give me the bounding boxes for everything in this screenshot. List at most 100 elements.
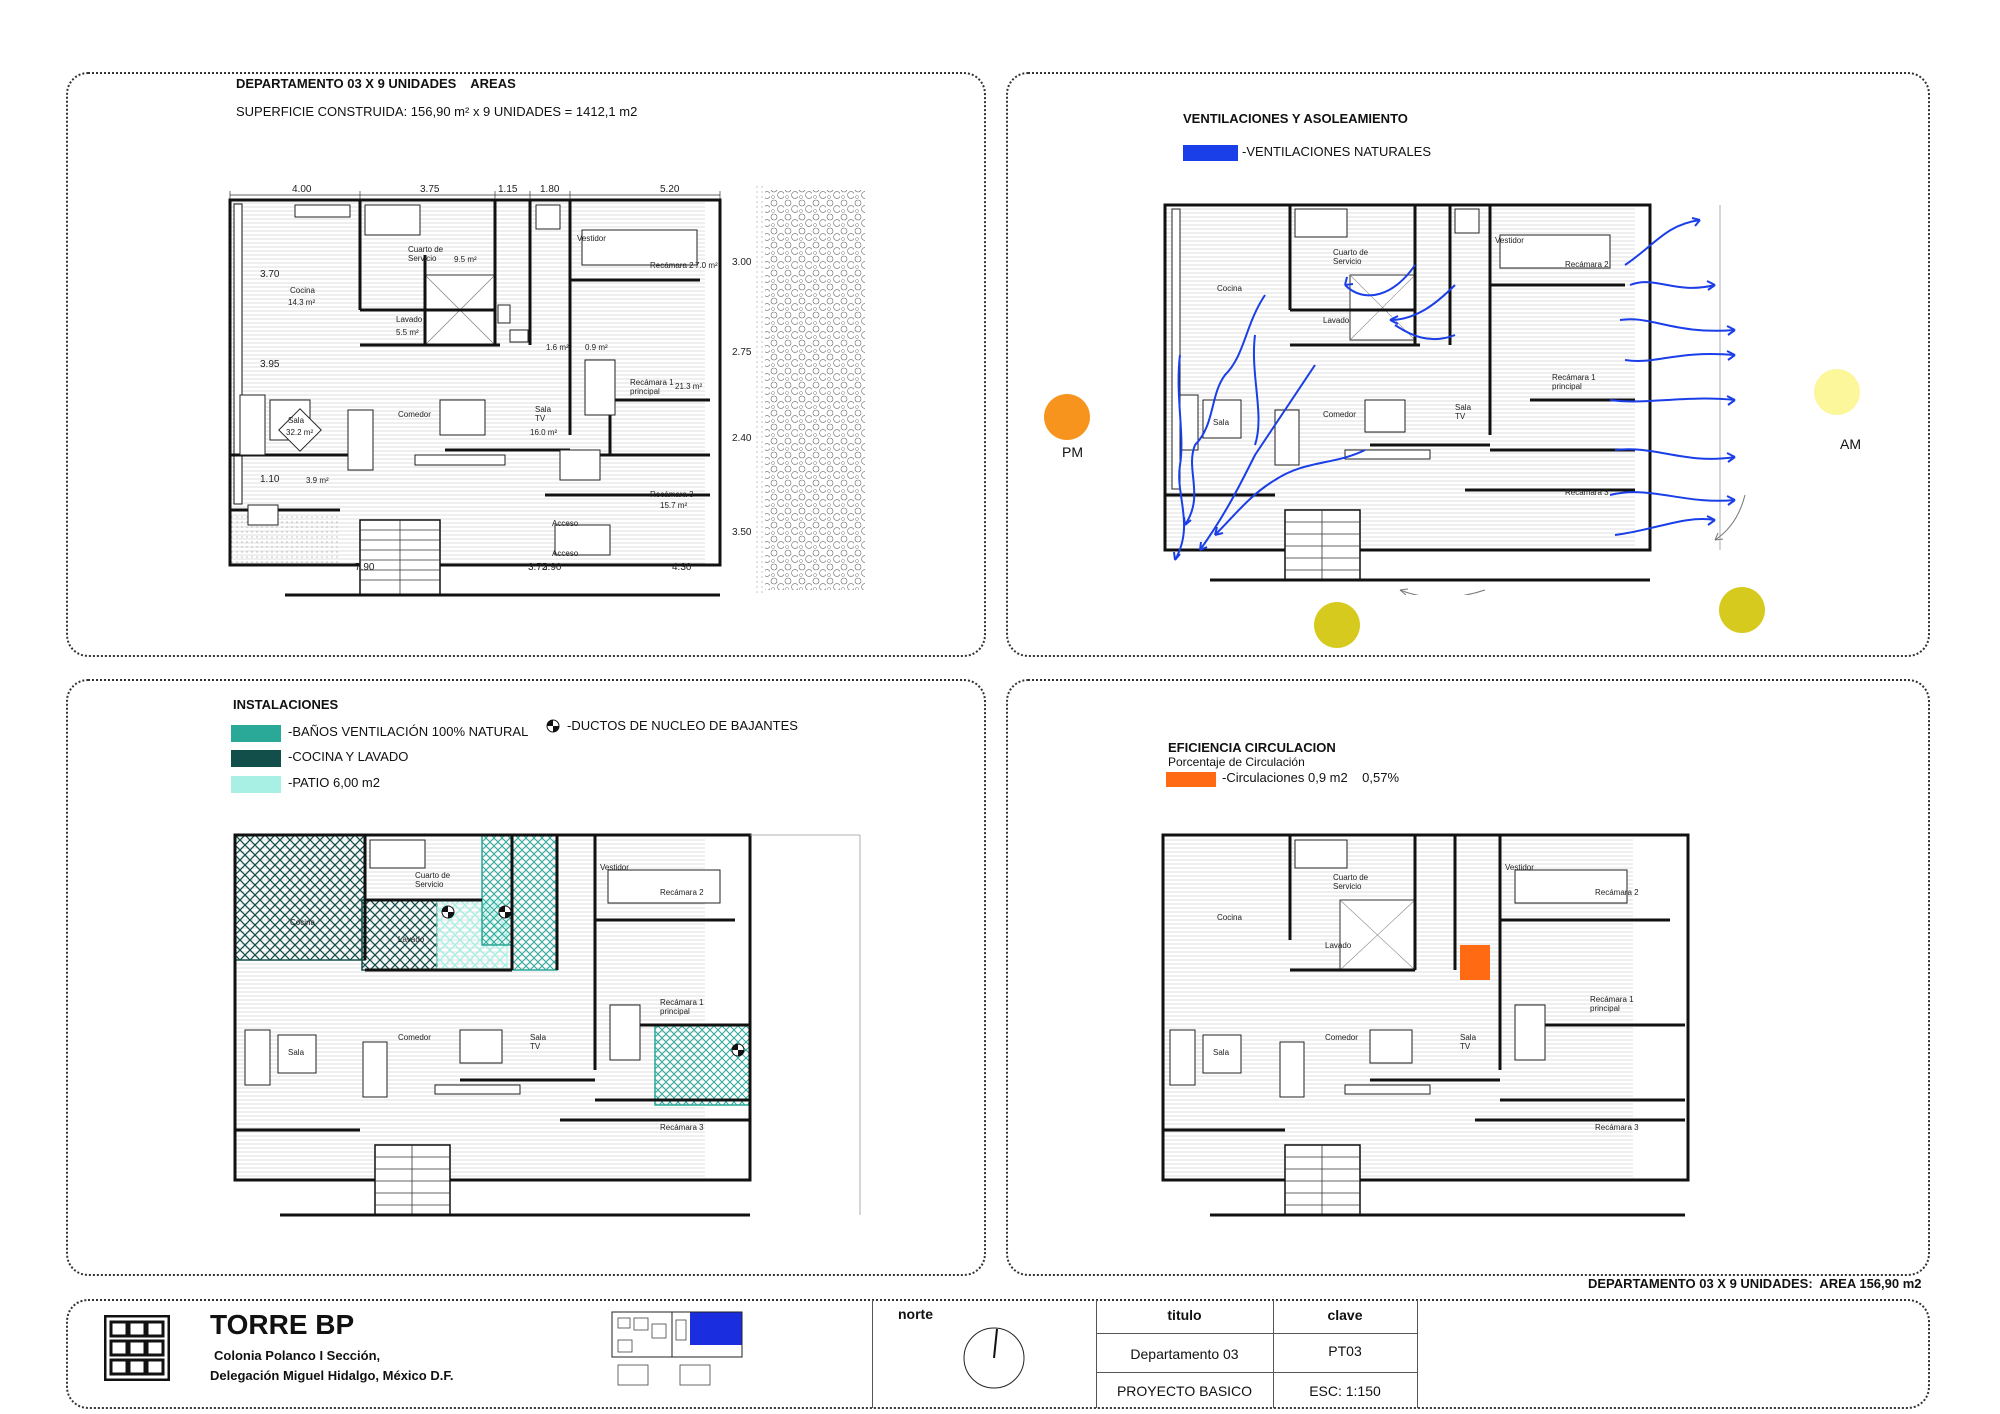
am-label: AM	[1840, 436, 1861, 452]
dim-right-2: 2.40	[732, 433, 752, 444]
title-block-row-2	[1096, 1372, 1417, 1373]
v-lavado: Lavado	[1323, 316, 1350, 325]
circulacion-subtitle: Porcentaje de Circulación	[1168, 755, 1305, 769]
dim-bottom-2: 2.90	[542, 562, 562, 573]
c-cocina: Cocina	[1217, 913, 1242, 922]
north-arrow-icon	[963, 1327, 1025, 1389]
title-block-divider-end	[1417, 1300, 1418, 1408]
instalaciones-title: INSTALACIONES	[233, 697, 339, 712]
room-sala-area: 32.2 m²	[286, 428, 313, 437]
dim-bottom-3: 4.30	[672, 562, 692, 573]
dim-bottom-1: 3.75	[528, 562, 548, 573]
sun-low-left-icon	[1314, 602, 1360, 648]
c-recamara3: Recámara 3	[1595, 1123, 1639, 1132]
title-block-divider-titulo	[1096, 1300, 1097, 1408]
dim-top-4: 5.20	[660, 185, 680, 195]
v-recamara3: Recámara 3	[1565, 488, 1609, 497]
areas-title: DEPARTAMENTO 03 X 9 UNIDADES AREAS	[236, 76, 516, 91]
room-recamara1-area: 21.3 m²	[675, 382, 702, 391]
c-comedor: Comedor	[1325, 1033, 1358, 1042]
titulo-value: Departamento 03	[1130, 1346, 1239, 1362]
room-lavado-area: 5.5 m²	[396, 328, 419, 337]
titulo-header: titulo	[1167, 1307, 1202, 1323]
dim-top-0: 4.00	[292, 185, 312, 195]
room-terraza-area: 3.9 m²	[306, 476, 329, 485]
v-comedor: Comedor	[1323, 410, 1356, 419]
room-bano-area: 1.6 m²	[546, 343, 569, 352]
panel-ventilaciones	[1006, 72, 1930, 657]
panel-footer	[66, 1299, 1930, 1409]
v-recamara2: Recámara 2	[1565, 260, 1609, 269]
v-vestidor: Vestidor	[1495, 236, 1524, 245]
i-recamara3: Recámara 3	[660, 1123, 704, 1132]
patio-legend: -PATIO 6,00 m2	[288, 775, 380, 790]
panel-instalaciones	[66, 679, 986, 1276]
sun-low-right-icon	[1719, 587, 1765, 633]
dim-top-1: 3.75	[420, 185, 440, 195]
areas-subtitle: SUPERFICIE CONSTRUIDA: 156,90 m² x 9 UNI…	[236, 104, 638, 119]
ducto-legend-icon	[546, 719, 560, 733]
room-cocina: Cocina	[290, 286, 315, 295]
c-lavado: Lavado	[1325, 941, 1352, 950]
banos-legend: -BAÑOS VENTILACIÓN 100% NATURAL	[288, 724, 529, 739]
cocina-legend: -COCINA Y LAVADO	[288, 749, 409, 764]
dim-right-3: 3.50	[732, 527, 752, 538]
dim-bottom-0: 7.90	[355, 562, 375, 573]
dim-left-1: 3.95	[260, 359, 280, 370]
c-sala: Sala	[1213, 1048, 1230, 1057]
norte-label: norte	[898, 1306, 933, 1322]
clave-value: PT03	[1328, 1343, 1362, 1359]
dim-right-1: 2.75	[732, 347, 752, 358]
title-block-divider-clave	[1273, 1300, 1274, 1408]
i-cocina: Cocina	[290, 918, 315, 927]
room-sala: Sala	[288, 416, 305, 425]
circulacion-legend: -Circulaciones 0,9 m2 0,57%	[1222, 770, 1400, 785]
room-vestidor: Vestidor	[577, 234, 606, 243]
torre-bp-logo-icon	[104, 1315, 170, 1381]
i-comedor: Comedor	[398, 1033, 431, 1042]
ventilacion-swatch	[1183, 145, 1238, 161]
dim-top-2: 1.15	[498, 185, 518, 195]
sun-am-icon	[1814, 369, 1860, 415]
dim-left-0: 3.70	[260, 269, 280, 280]
plan-areas: 4.00 3.75 1.15 1.80 5.20 3.70 3.95 1.10 …	[228, 185, 865, 597]
title-block-divider-norte	[872, 1300, 873, 1408]
title-block-row-1	[1096, 1333, 1417, 1334]
circulacion-swatch	[1166, 772, 1216, 787]
v-cocina: Cocina	[1217, 284, 1242, 293]
room-acceso-1: Acceso	[552, 519, 579, 528]
room-acceso-2: Acceso	[552, 549, 579, 558]
cocina-swatch	[231, 750, 281, 767]
project-name: TORRE BP	[210, 1309, 355, 1340]
dept-area-label: DEPARTAMENTO 03 X 9 UNIDADES: AREA 156,9…	[1588, 1276, 1922, 1291]
fase-value: PROYECTO BASICO	[1116, 1383, 1253, 1399]
ventilacion-legend: -VENTILACIONES NATURALES	[1242, 144, 1432, 159]
room-cocina-area: 14.3 m²	[288, 298, 315, 307]
banos-swatch	[231, 725, 281, 742]
ductos-legend: -DUCTOS DE NUCLEO DE BAJANTES	[567, 718, 798, 733]
v-sala: Sala	[1213, 418, 1230, 427]
dim-left-2: 1.10	[260, 474, 280, 485]
i-recamara2: Recámara 2	[660, 888, 704, 897]
circulation-area	[1460, 945, 1490, 980]
panel-areas	[66, 72, 986, 657]
address-line-2: Delegación Miguel Hidalgo, México D.F.	[210, 1368, 454, 1383]
circulacion-title: EFICIENCIA CIRCULACION	[1168, 740, 1336, 755]
room-cuarto-area: 9.5 m²	[454, 255, 477, 264]
room-recamara2-area: 7.0 m²	[695, 261, 718, 270]
address-line-1: Colonia Polanco I Sección,	[214, 1348, 381, 1363]
pm-label: PM	[1062, 444, 1083, 460]
escala-value: ESC: 1:150	[1309, 1383, 1381, 1399]
